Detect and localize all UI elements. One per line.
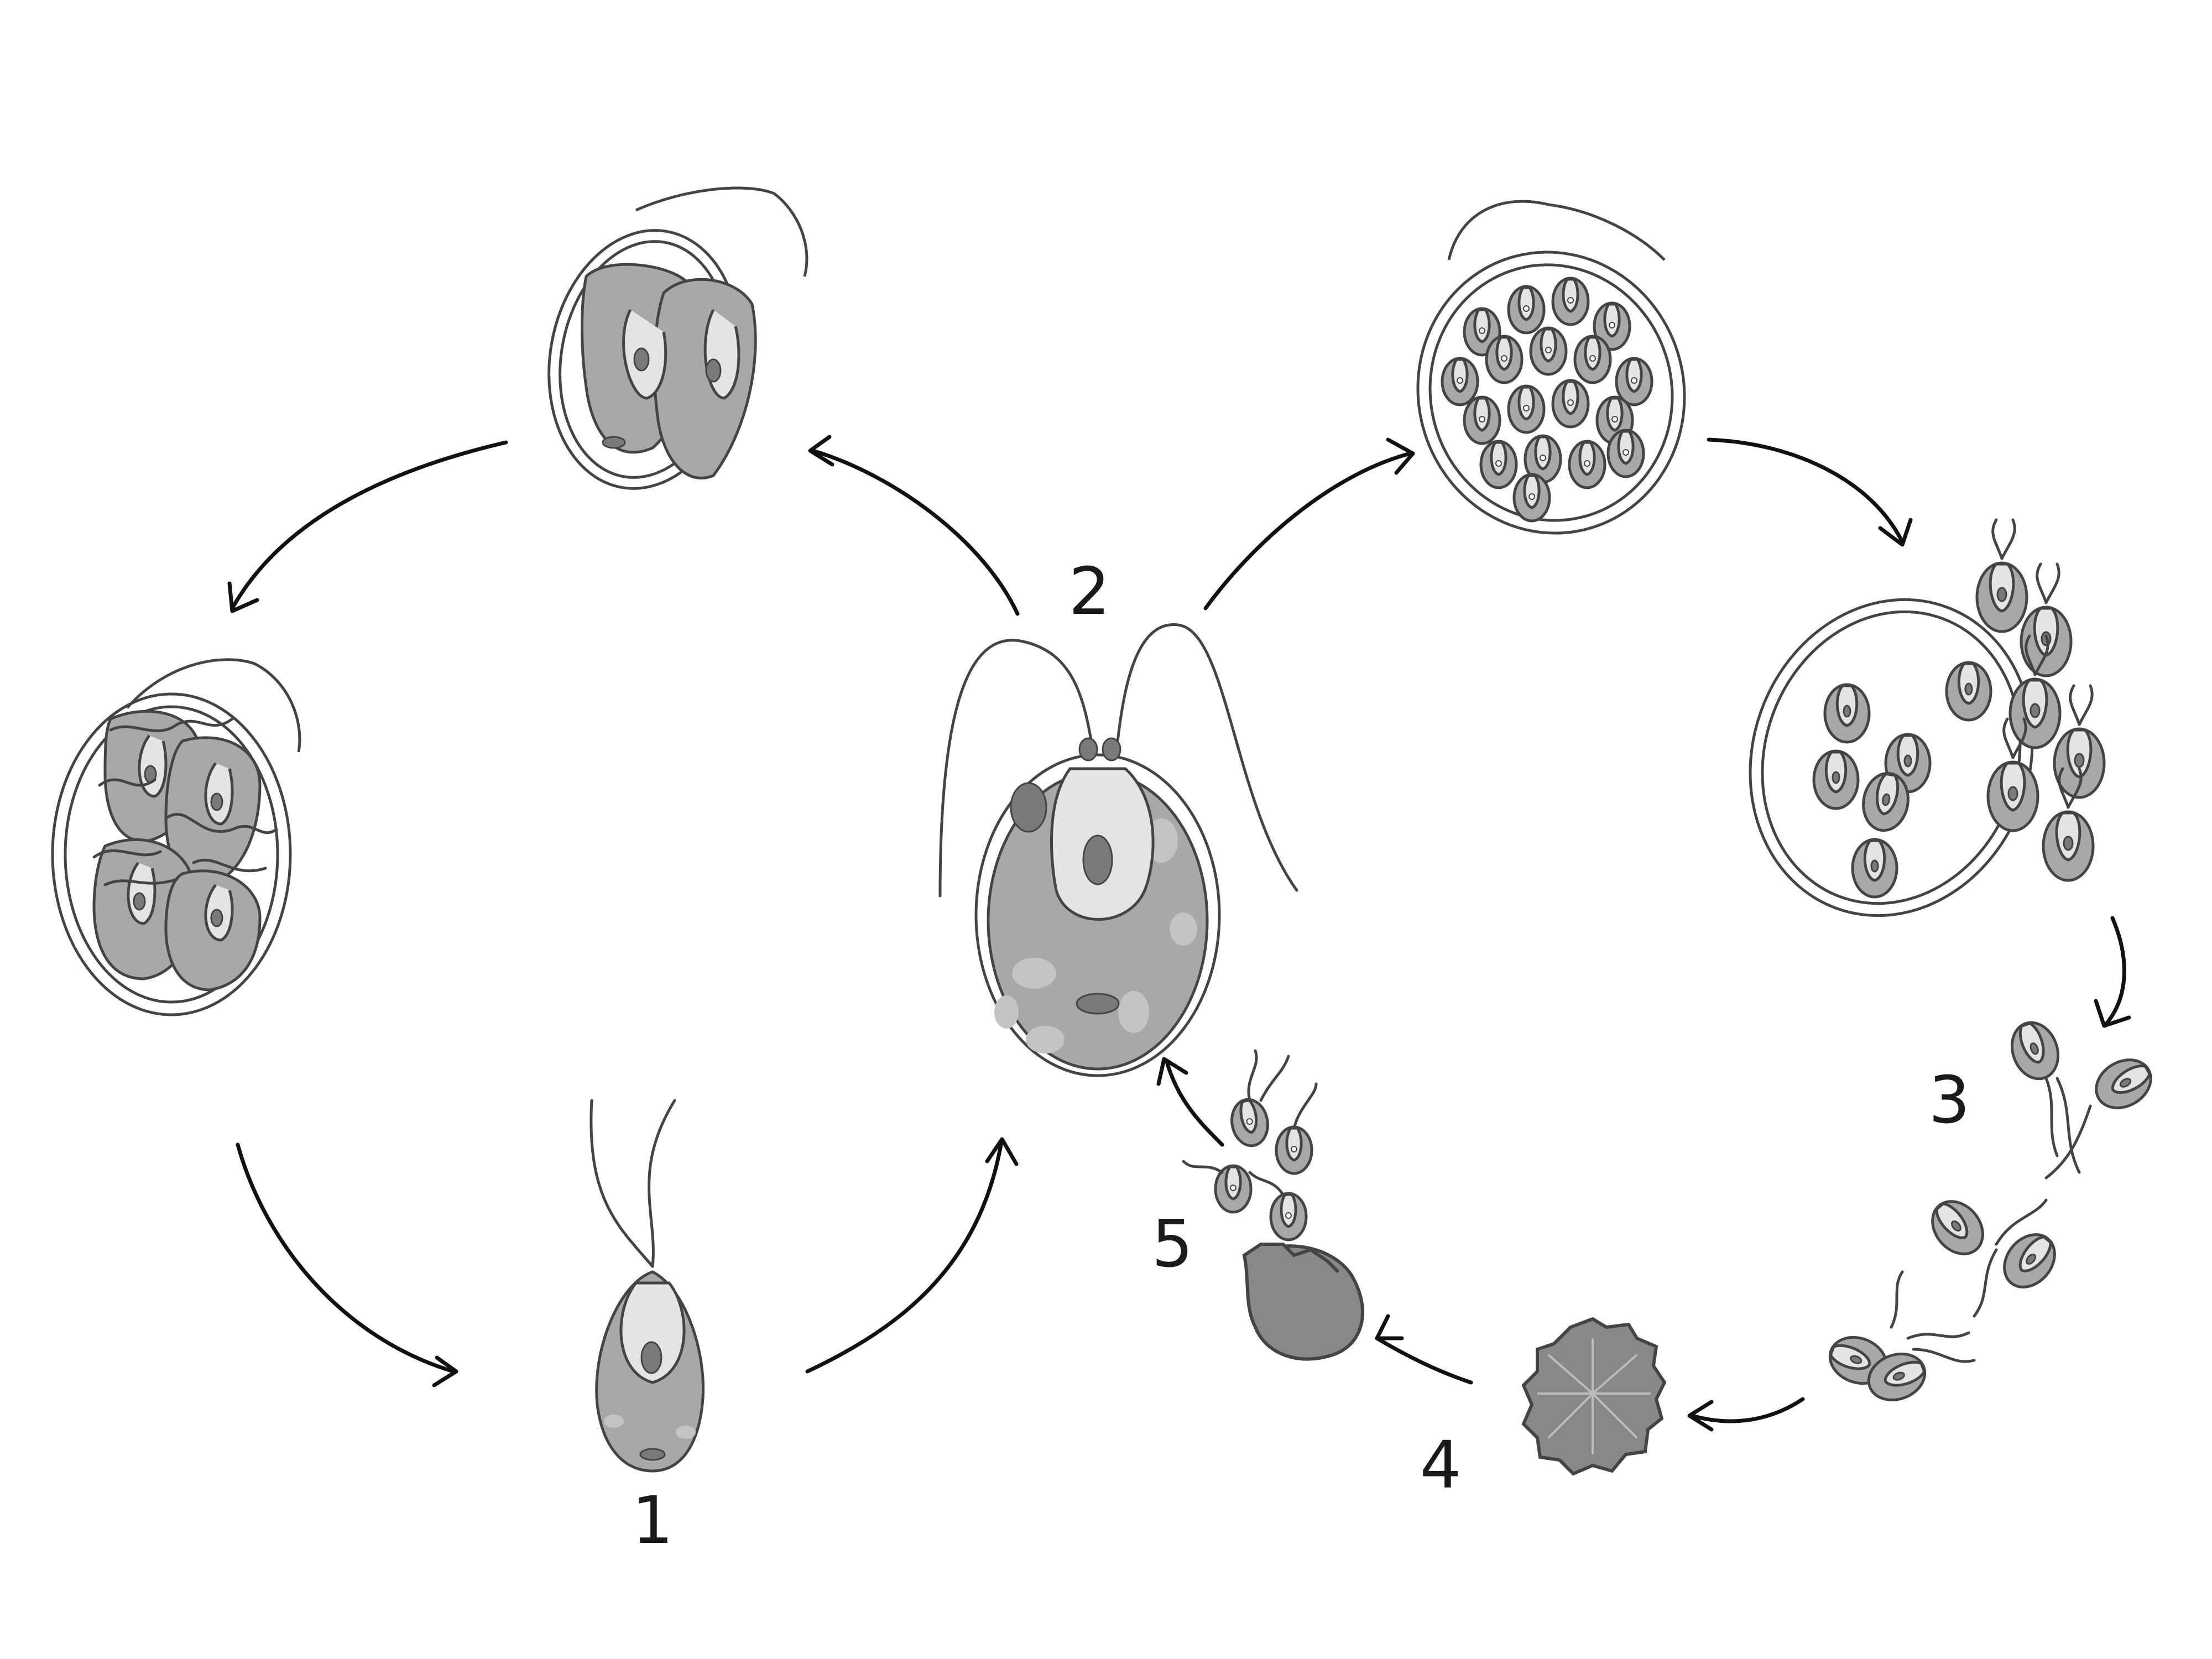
arrow-division-to-four [230,440,508,611]
sporangium-four-cells [51,658,301,1016]
arrow-release-to-fusion [2105,916,2126,1025]
gametes-fusing-stage-3: 3 [1928,1016,2159,1180]
zygote-stage-4: 4 [1420,1317,1667,1503]
sporangium-many-cells [1416,200,1686,535]
eyespot [1010,782,1047,833]
arrow-fusion-to-zygote [1690,1397,1805,1423]
stage-label-1: 1 [632,1482,673,1558]
stage-label-4: 4 [1420,1427,1461,1503]
gamete-pair-2 [1823,1270,1976,1407]
arrow-2-to-division [811,448,1020,616]
contractile-vacuole-right [1102,737,1121,761]
arrow-2-to-many-cells [1203,451,1412,611]
opened-zygospore-wall [1242,1244,1364,1361]
stage-label-3: 3 [1928,1062,1970,1138]
nucleus [1082,834,1113,885]
stage-label-2: 2 [1068,553,1110,629]
arrow-zygote-to-germination [1375,1336,1473,1385]
flagellum-left [938,639,1094,898]
daughter-cell [653,278,757,479]
sporangium-two-cells [547,186,808,490]
arrow-many-to-release [1707,437,1905,544]
germination-stage-5: 5 [1151,1049,1364,1361]
arrow-germination-to-mature [1165,1060,1224,1147]
sporangium-releasing-gametes [1749,520,2104,917]
cycle-arrows [227,435,2131,1432]
gamete-stage-1: 1 [589,1099,705,1558]
gamete-pair-1 [1922,1191,2065,1318]
contractile-vacuole-left [1078,737,1098,761]
pyrenoid [1076,993,1120,1015]
stage-label-5: 5 [1151,1206,1193,1282]
arrow-four-to-gamete [236,1142,456,1374]
mature-cell-stage-2: 2 [938,553,1298,1077]
arrow-gamete-to-mature [805,1142,1003,1374]
flagellum-right [1115,623,1298,892]
